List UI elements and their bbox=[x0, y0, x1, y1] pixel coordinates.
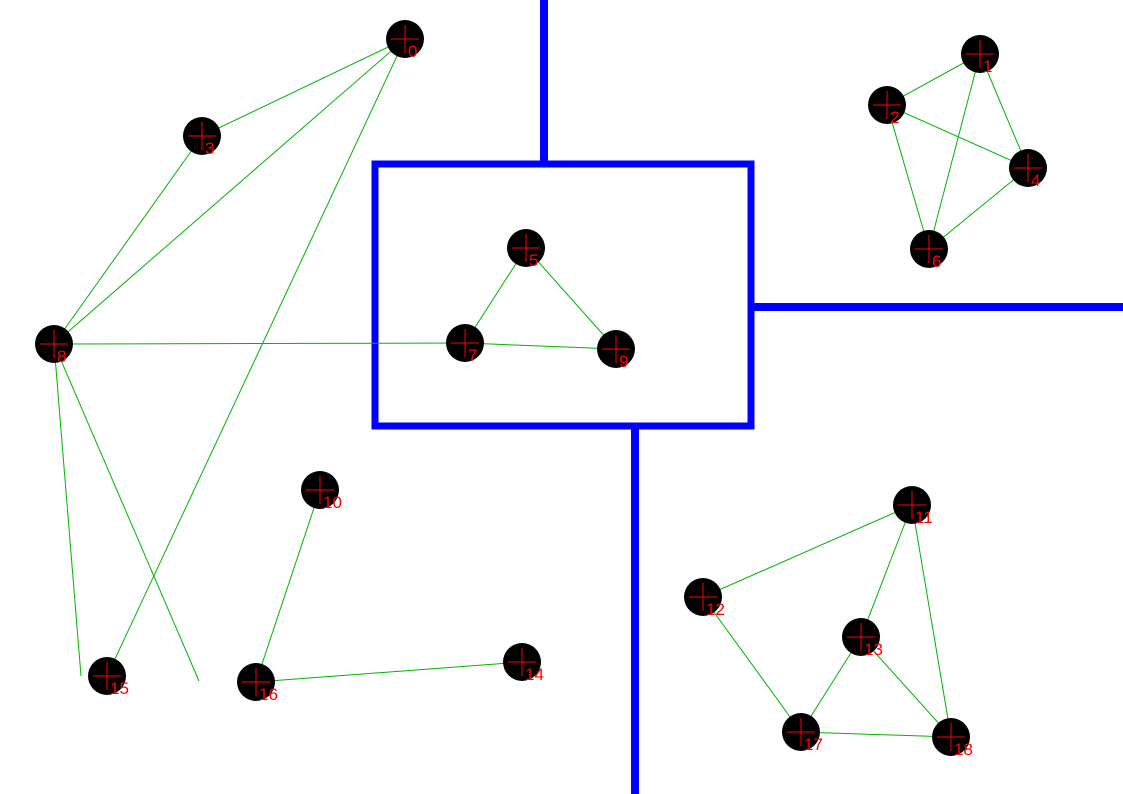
node-13[interactable]: 13 bbox=[842, 618, 883, 659]
edge-8-15 bbox=[53, 343, 82, 677]
edge-11-12 bbox=[702, 504, 913, 598]
node-label: 4 bbox=[1031, 171, 1040, 190]
node-0[interactable]: 0 bbox=[386, 20, 424, 61]
node-15[interactable]: 15 bbox=[88, 657, 129, 698]
node-label: 16 bbox=[259, 685, 278, 704]
node-label: 13 bbox=[864, 640, 883, 659]
edge-12-17 bbox=[702, 596, 802, 733]
edge-16-14 bbox=[255, 661, 523, 683]
wall-center-box bbox=[371, 160, 755, 430]
edge-0-8 bbox=[53, 38, 406, 345]
node-1[interactable]: 1 bbox=[961, 35, 999, 76]
node-label: 18 bbox=[954, 740, 973, 759]
edge-2-6 bbox=[886, 104, 930, 250]
edge-4-6 bbox=[928, 167, 1029, 250]
node-14[interactable]: 14 bbox=[503, 643, 544, 684]
node-3[interactable]: 3 bbox=[183, 117, 221, 158]
edge-1-4 bbox=[979, 53, 1029, 169]
node-label: 9 bbox=[619, 352, 628, 371]
node-label: 17 bbox=[804, 735, 823, 754]
walls bbox=[371, 0, 1123, 794]
node-label: 0 bbox=[408, 42, 417, 61]
edge-13-18 bbox=[860, 636, 952, 738]
edges bbox=[53, 38, 1029, 738]
node-label: 6 bbox=[932, 252, 941, 271]
node-label: 7 bbox=[468, 346, 477, 365]
node-9[interactable]: 9 bbox=[597, 330, 635, 371]
node-6[interactable]: 6 bbox=[910, 230, 948, 271]
edge-11-13 bbox=[860, 504, 913, 638]
node-label: 1 bbox=[983, 57, 992, 76]
node-16[interactable]: 16 bbox=[237, 663, 278, 704]
node-label: 3 bbox=[205, 139, 214, 158]
edge-8-dangling bbox=[53, 343, 200, 682]
node-11[interactable]: 11 bbox=[893, 486, 933, 527]
node-label: 12 bbox=[706, 600, 725, 619]
node-4[interactable]: 4 bbox=[1009, 149, 1047, 190]
node-7[interactable]: 7 bbox=[446, 324, 484, 365]
node-5[interactable]: 5 bbox=[507, 229, 545, 270]
edge-11-18 bbox=[911, 504, 952, 738]
edge-1-6 bbox=[928, 53, 981, 250]
node-label: 14 bbox=[525, 665, 544, 684]
node-8[interactable]: 8 bbox=[35, 325, 73, 366]
node-17[interactable]: 17 bbox=[782, 713, 823, 754]
edge-5-9 bbox=[525, 247, 617, 350]
node-10[interactable]: 10 bbox=[301, 471, 342, 512]
edge-3-8 bbox=[53, 135, 203, 345]
node-label: 11 bbox=[915, 508, 933, 527]
edge-10-16 bbox=[255, 489, 321, 683]
node-2[interactable]: 2 bbox=[868, 86, 906, 127]
node-12[interactable]: 12 bbox=[684, 578, 725, 619]
node-18[interactable]: 18 bbox=[932, 718, 973, 759]
edge-2-4 bbox=[886, 104, 1029, 169]
edge-17-18 bbox=[800, 731, 952, 738]
node-label: 2 bbox=[890, 108, 899, 127]
edge-8-7 bbox=[53, 342, 466, 345]
node-label: 10 bbox=[323, 493, 342, 512]
edge-0-3 bbox=[201, 38, 406, 137]
node-label: 15 bbox=[110, 679, 129, 698]
node-label: 5 bbox=[529, 251, 538, 270]
edge-0-15 bbox=[106, 38, 406, 677]
edge-7-9 bbox=[464, 342, 617, 350]
node-label: 8 bbox=[57, 347, 66, 366]
